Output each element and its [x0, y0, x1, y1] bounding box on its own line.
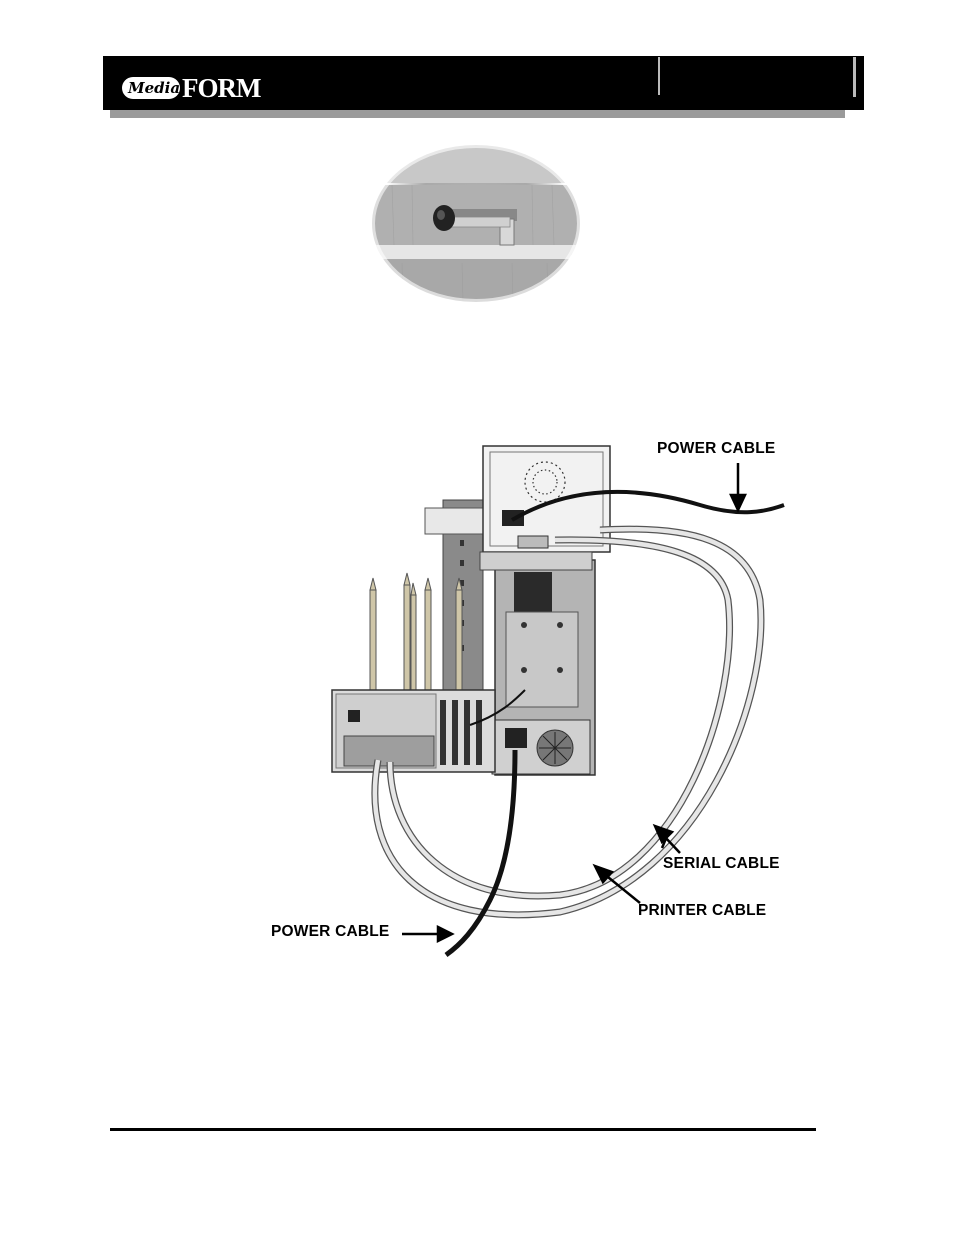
mediaform-logo: Media FORM — [122, 70, 256, 106]
serial-cable-label: SERIAL CABLE — [663, 855, 780, 873]
logo-media-text: Media — [122, 77, 180, 99]
lever-closeup-photo — [372, 145, 580, 302]
cable-connection-diagram — [265, 430, 805, 960]
power-cable-bottom-line — [446, 750, 515, 955]
footer-rule — [110, 1128, 816, 1131]
power-cable-bottom-label: POWER CABLE — [271, 923, 389, 941]
header-right-tick — [853, 57, 856, 97]
header-divider — [658, 57, 660, 95]
printer-cable-label: PRINTER CABLE — [638, 902, 766, 920]
power-cable-top-label: POWER CABLE — [657, 440, 775, 458]
logo-form-text: FORM — [182, 72, 260, 104]
